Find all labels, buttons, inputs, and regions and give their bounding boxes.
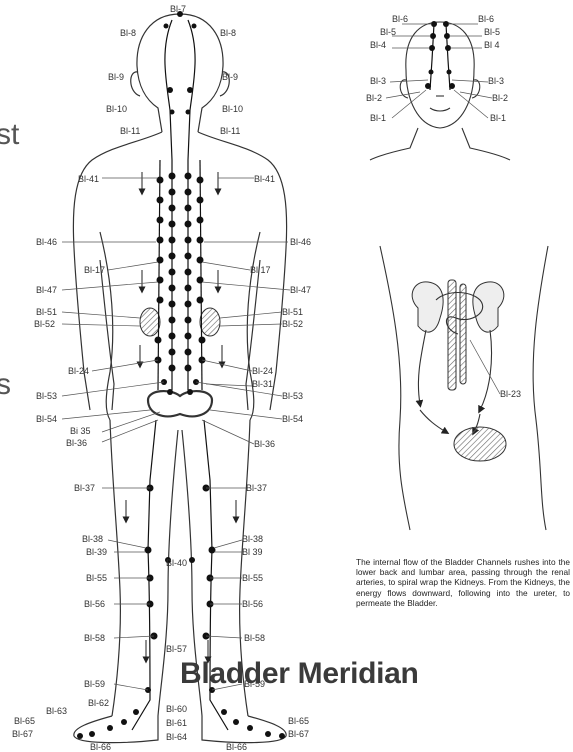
- label-bl-6-left: Bl-6: [392, 14, 408, 24]
- label-bl-66-left: Bl-66: [90, 742, 111, 752]
- label-bl-35-left: Bi 35: [70, 426, 91, 436]
- label-bl-51-right: Bl-51: [282, 307, 303, 317]
- label-bl-6-right: Bl-6: [478, 14, 494, 24]
- label-bl-63: Bl-63: [46, 706, 67, 716]
- label-bl-52-right: Bl-52: [282, 319, 303, 329]
- label-bl-54-right: Bl-54: [282, 414, 303, 424]
- head-outline: [137, 14, 223, 132]
- internal-right-kidney: [473, 282, 504, 332]
- label-bl-52-left: Bl-52: [34, 319, 55, 329]
- label-bl-37-left: Bl-37: [74, 483, 95, 493]
- label-bl-5-left: Bl-5: [380, 27, 396, 37]
- diagram-caption: The internal flow of the Bladder Channel…: [356, 557, 570, 608]
- label-bl-47-right: Bl-47: [290, 285, 311, 295]
- label-bl-8-left: Bl-8: [120, 28, 136, 38]
- label-bl-31-right: Bl-31: [252, 379, 273, 389]
- label-bl-9-left: Bl-9: [108, 72, 124, 82]
- face-point-labels: Bl-6 Bl-6 Bl-5 Bl-5 Bl-4 Bl 4 Bl-3 Bl-3 …: [366, 14, 508, 123]
- label-bl-38-left: Bl-38: [82, 534, 103, 544]
- label-bl-46-right: Bl-46: [290, 237, 311, 247]
- label-bl-4-left: Bl-4: [370, 40, 386, 50]
- label-bl-57: Bl-57: [166, 644, 187, 654]
- label-bl-7: Bl-7: [170, 4, 186, 14]
- label-bl-23: Bl-23: [500, 389, 521, 399]
- label-bl-62: Bl-62: [88, 698, 109, 708]
- right-kidney: [200, 308, 220, 336]
- label-bl-17-right: Bl 17: [250, 265, 271, 275]
- label-bl-58-right: Bl-58: [244, 633, 265, 643]
- left-leg-inner: [158, 430, 178, 716]
- label-bl-1-right: Bl-1: [490, 113, 506, 123]
- label-bl-67-right: Bl-67: [288, 729, 309, 739]
- label-bl-11-right: Bl-11: [220, 126, 240, 136]
- label-bl-58-left: Bl-58: [84, 633, 105, 643]
- label-bl-17-left: Bl-17: [84, 265, 105, 275]
- bl-23-leader-line: [470, 340, 500, 394]
- bladder: [454, 427, 506, 461]
- label-bl-39-left: Bl-39: [86, 547, 107, 557]
- label-bl-41-right: Bl-41: [254, 174, 275, 184]
- label-bl-10-left: Bl-10: [106, 104, 127, 114]
- label-bl-60: Bl-60: [166, 704, 187, 714]
- kidneys-internal: [412, 282, 504, 332]
- label-bl-10-right: Bl-10: [222, 104, 243, 114]
- internal-left-kidney: [412, 282, 443, 332]
- label-bl-36-right: Bl-36: [254, 439, 275, 449]
- label-bl-11-left: Bl-11: [120, 126, 140, 136]
- right-foot: [202, 716, 286, 743]
- label-bl-9-right: Bl-9: [222, 72, 238, 82]
- label-bl-24-left: Bl-24: [68, 366, 89, 376]
- label-bl-5-right: Bl-5: [484, 27, 500, 37]
- label-bl-3-left: Bl-3: [370, 76, 386, 86]
- label-bl-65-left: Bl-65: [14, 716, 35, 726]
- left-foot: [74, 716, 158, 743]
- label-bl-53-right: Bl-53: [282, 391, 303, 401]
- label-bl-37-right: Bl-37: [246, 483, 267, 493]
- label-bl-53-left: Bl-53: [36, 391, 57, 401]
- label-bl-1-left: Bl-1: [370, 113, 386, 123]
- label-bl-40: Bl-40: [166, 558, 187, 568]
- label-bl-24-right: Bl-24: [252, 366, 273, 376]
- label-bl-55-left: Bl-55: [86, 573, 107, 583]
- face-leader-lines: [386, 24, 492, 118]
- label-bl-67-left: Bl-67: [12, 729, 33, 739]
- label-bl-47-left: Bl-47: [36, 285, 57, 295]
- leader-lines: [62, 178, 290, 690]
- flow-arrows: [126, 172, 236, 660]
- label-bl-3-right: Bl-3: [488, 76, 504, 86]
- label-bl-39-right: Bl 39: [242, 547, 263, 557]
- label-bl-38-right: Bl-38: [242, 534, 263, 544]
- label-bl-8-right: Bl-8: [220, 28, 236, 38]
- left-leg-outer: [110, 420, 120, 716]
- label-bl-66-right: Bl-66: [226, 742, 247, 752]
- label-bl-2-right: Bl-2: [492, 93, 508, 103]
- label-bl-65-right: Bl-65: [288, 716, 309, 726]
- label-bl-54-left: Bl-54: [36, 414, 57, 424]
- label-bl-2-left: Bl-2: [366, 93, 382, 103]
- meridian-channel-lines: [132, 20, 228, 730]
- label-bl-64: Bl-64: [166, 732, 187, 742]
- label-bl-61: Bl-61: [166, 718, 187, 728]
- label-bl-59-left: Bl-59: [84, 679, 105, 689]
- label-bl-46-left: Bl-46: [36, 237, 57, 247]
- label-bl-41-left: Bl-41: [78, 174, 99, 184]
- renal-vessels: [448, 280, 466, 390]
- page-title: Bladder Meridian: [180, 657, 419, 691]
- left-kidney: [140, 308, 160, 336]
- body-point-labels: Bl-7 Bl-8 Bl-8 Bl-9 Bl-9 Bl-10 Bl-10 Bl-…: [12, 4, 311, 752]
- label-bl-55-right: Bl-55: [242, 573, 263, 583]
- label-bl-4-right: Bl 4: [484, 40, 500, 50]
- label-bl-56-left: Bl-56: [84, 599, 105, 609]
- label-bl-56-right: Bl-56: [242, 599, 263, 609]
- label-bl-51-left: Bl-51: [36, 307, 57, 317]
- face-acupoint-dots: [425, 21, 455, 89]
- label-bl-36-left: Bl-36: [66, 438, 87, 448]
